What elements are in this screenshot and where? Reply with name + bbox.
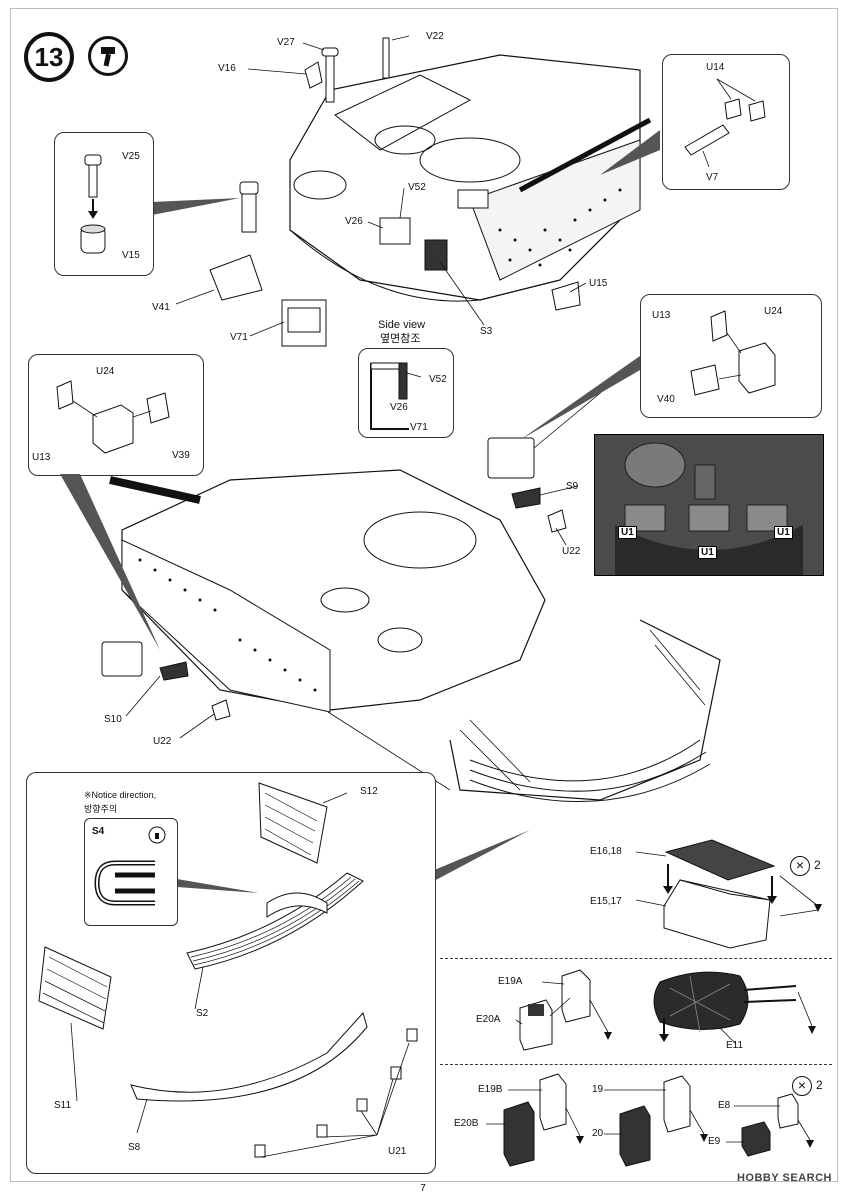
inset-u14-v7 (662, 54, 790, 190)
watermark-logo: HOBBY SEARCH (736, 1172, 832, 1184)
label-e9: E9 (708, 1136, 721, 1147)
label-v7: V7 (706, 172, 719, 183)
side-view-box (358, 348, 454, 438)
label-19: 19 (592, 1084, 604, 1095)
label-u22-right: U22 (562, 546, 581, 557)
inset-u14-v7-drawing (684, 78, 766, 168)
label-u13-right: U13 (652, 310, 671, 321)
inset-u24-u13-v39 (28, 354, 204, 476)
photo-tag-u1-left: U1 (618, 526, 637, 539)
label-s10: S10 (104, 714, 122, 725)
label-s4: S4 (92, 826, 105, 837)
label-v52-side: V52 (429, 374, 447, 385)
label-v41: V41 (152, 302, 170, 313)
s4-detail-drawing (94, 826, 166, 906)
label-e20a: E20A (476, 1014, 501, 1025)
multiplier-x-icon-1: × (790, 856, 810, 876)
inset-v25-v15 (54, 132, 154, 276)
divider-2 (440, 1064, 832, 1065)
label-e16-18: E16,18 (590, 846, 622, 857)
label-v71: V71 (230, 332, 248, 343)
label-e15-17: E15,17 (590, 896, 622, 907)
label-v27: V27 (277, 37, 295, 48)
label-e20b: E20B (454, 1118, 479, 1129)
label-s8: S8 (128, 1142, 141, 1153)
label-s12: S12 (360, 786, 378, 797)
label-e19b: E19B (478, 1084, 503, 1095)
label-v52: V52 (408, 182, 426, 193)
step-number-badge: 13 (24, 32, 74, 82)
label-u24-right: U24 (764, 306, 783, 317)
label-s9: S9 (566, 481, 579, 492)
label-u22-left: U22 (153, 736, 172, 747)
inset-u13-u24-v40-drawing (690, 310, 776, 396)
label-u15: U15 (589, 278, 608, 289)
label-v40: V40 (657, 394, 675, 405)
label-v39: V39 (172, 450, 190, 461)
side-view-title: Side view (378, 319, 426, 331)
label-20: 20 (592, 1128, 604, 1139)
page-number: 7 (420, 1183, 426, 1194)
label-v15-inset: V15 (122, 250, 140, 261)
photo-tag-u1-center: U1 (698, 546, 717, 559)
label-e8: E8 (718, 1100, 731, 1111)
notice-direction-en: ※Notice direction, (84, 790, 157, 800)
label-u21: U21 (388, 1146, 407, 1157)
multiplier-count-1: 2 (814, 858, 821, 872)
label-e11: E11 (726, 1040, 744, 1051)
notice-direction-kr: 방향주의 (84, 804, 118, 814)
side-view-subtitle: 옆면참조 (380, 333, 421, 345)
inset-u24-u13-v39-drawing (56, 380, 170, 454)
divider-1 (440, 958, 832, 959)
label-v26: V26 (345, 216, 363, 227)
photo-tag-u1-right: U1 (774, 526, 793, 539)
label-s2: S2 (196, 1008, 209, 1019)
label-e19a: E19A (498, 976, 523, 987)
label-u14: U14 (706, 62, 725, 73)
label-u13-left: U13 (32, 452, 51, 463)
label-v25: V25 (122, 151, 140, 162)
s4-detail-box (84, 818, 178, 926)
inset-basket-drawing (38, 782, 418, 1158)
label-s3: S3 (480, 326, 493, 337)
multiplier-x-icon-2: × (792, 1076, 812, 1096)
multiplier-count-2: 2 (816, 1078, 823, 1092)
inset-u13-u24-v40 (640, 294, 822, 418)
inset-v25-v15-drawing (80, 154, 106, 254)
page-frame (10, 8, 838, 1182)
label-v26-side: V26 (390, 402, 408, 413)
side-view-drawing (370, 362, 422, 430)
label-v71-side: V71 (410, 422, 428, 433)
label-v16: V16 (218, 63, 236, 74)
label-s11: S11 (54, 1100, 72, 1111)
label-v22: V22 (426, 31, 444, 42)
label-u24-left: U24 (96, 366, 115, 377)
glue-icon (88, 36, 128, 76)
